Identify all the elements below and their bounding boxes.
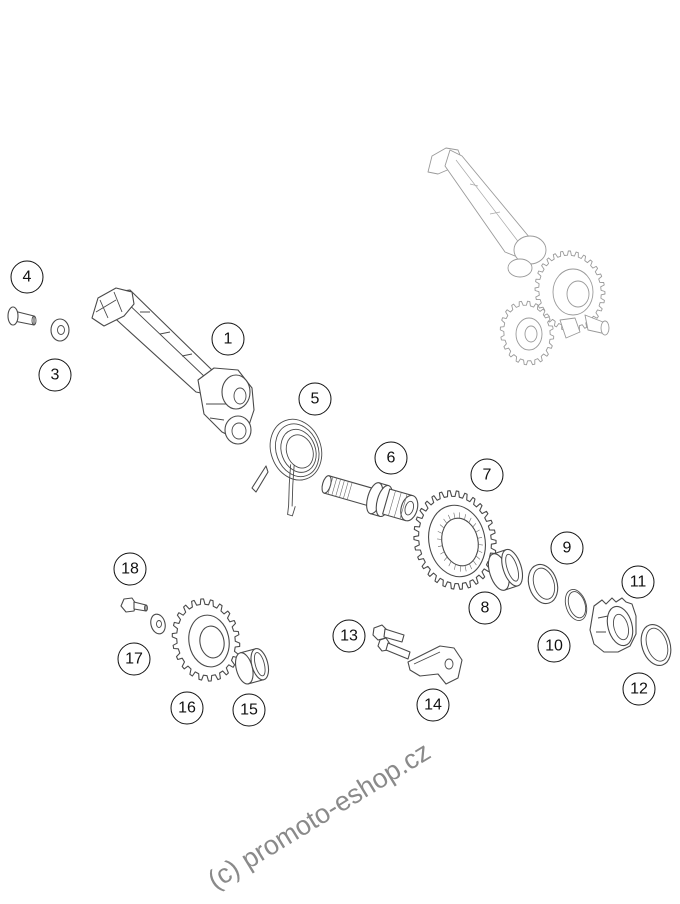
part-bolt-13 xyxy=(372,624,411,660)
callout-9: 9 xyxy=(550,531,584,565)
part-washer-3 xyxy=(50,318,70,342)
callout-label: 8 xyxy=(481,600,490,617)
part-ring-12 xyxy=(640,624,672,666)
part-ratchet-11 xyxy=(589,597,637,653)
callout-17: 17 xyxy=(117,642,151,676)
callout-7: 7 xyxy=(470,458,504,492)
callout-5: 5 xyxy=(298,382,332,416)
part-bushing-8 xyxy=(487,548,524,591)
part-bushing-15 xyxy=(234,648,270,685)
thumb-shaft-end xyxy=(600,320,610,336)
callout-label: 7 xyxy=(483,467,492,484)
callout-label: 17 xyxy=(125,651,143,668)
callout-label: 11 xyxy=(630,574,647,591)
thumb-lever-arm-detail xyxy=(455,159,521,245)
part-gear-16 xyxy=(171,598,241,682)
part-bracket-14 xyxy=(407,645,463,685)
thumb-bracket xyxy=(559,317,581,339)
thumb-hub-end xyxy=(507,258,533,278)
callout-1: 1 xyxy=(211,322,245,356)
callout-14: 14 xyxy=(416,688,450,722)
part-bolt-18 xyxy=(120,597,148,613)
callout-4: 4 xyxy=(10,260,44,294)
thumb-gear-large-bore xyxy=(566,280,590,308)
callout-12: 12 xyxy=(622,672,656,706)
callout-10: 10 xyxy=(537,629,571,663)
part-ring-9 xyxy=(527,563,559,605)
callout-label: 6 xyxy=(387,450,396,467)
callout-6: 6 xyxy=(374,441,408,475)
part-bolt-4 xyxy=(7,306,37,326)
part-gear-7 xyxy=(413,490,497,590)
callout-18: 18 xyxy=(113,552,147,586)
callout-3: 3 xyxy=(38,358,72,392)
callout-label: 1 xyxy=(224,331,233,348)
callout-label: 15 xyxy=(240,702,258,719)
callout-label: 4 xyxy=(23,269,32,286)
callout-label: 9 xyxy=(563,540,572,557)
callout-label: 5 xyxy=(311,391,320,408)
watermark-text: (c) promoto-eshop.cz xyxy=(202,736,435,895)
part-spring-5 xyxy=(269,418,323,517)
part-circlip-10 xyxy=(564,589,588,621)
thumb-gear-small-bore xyxy=(524,325,538,343)
callout-16: 16 xyxy=(170,691,204,725)
assembly-thumbnail xyxy=(427,147,610,366)
callout-label: 10 xyxy=(545,638,563,655)
part-kick-lever-1 xyxy=(91,287,255,445)
part-spring-5-tail xyxy=(251,465,269,493)
callout-11: 11 xyxy=(621,565,655,599)
callout-15: 15 xyxy=(232,693,266,727)
callout-label: 16 xyxy=(178,700,196,717)
callout-13: 13 xyxy=(332,619,366,653)
part-washer-17 xyxy=(150,613,166,635)
callout-label: 3 xyxy=(51,367,60,384)
callout-label: 13 xyxy=(340,628,358,645)
callout-8: 8 xyxy=(468,591,502,625)
callout-label: 18 xyxy=(121,561,139,578)
callout-label: 14 xyxy=(424,697,442,714)
part-shaft-6 xyxy=(321,475,419,522)
callout-label: 12 xyxy=(630,681,648,698)
